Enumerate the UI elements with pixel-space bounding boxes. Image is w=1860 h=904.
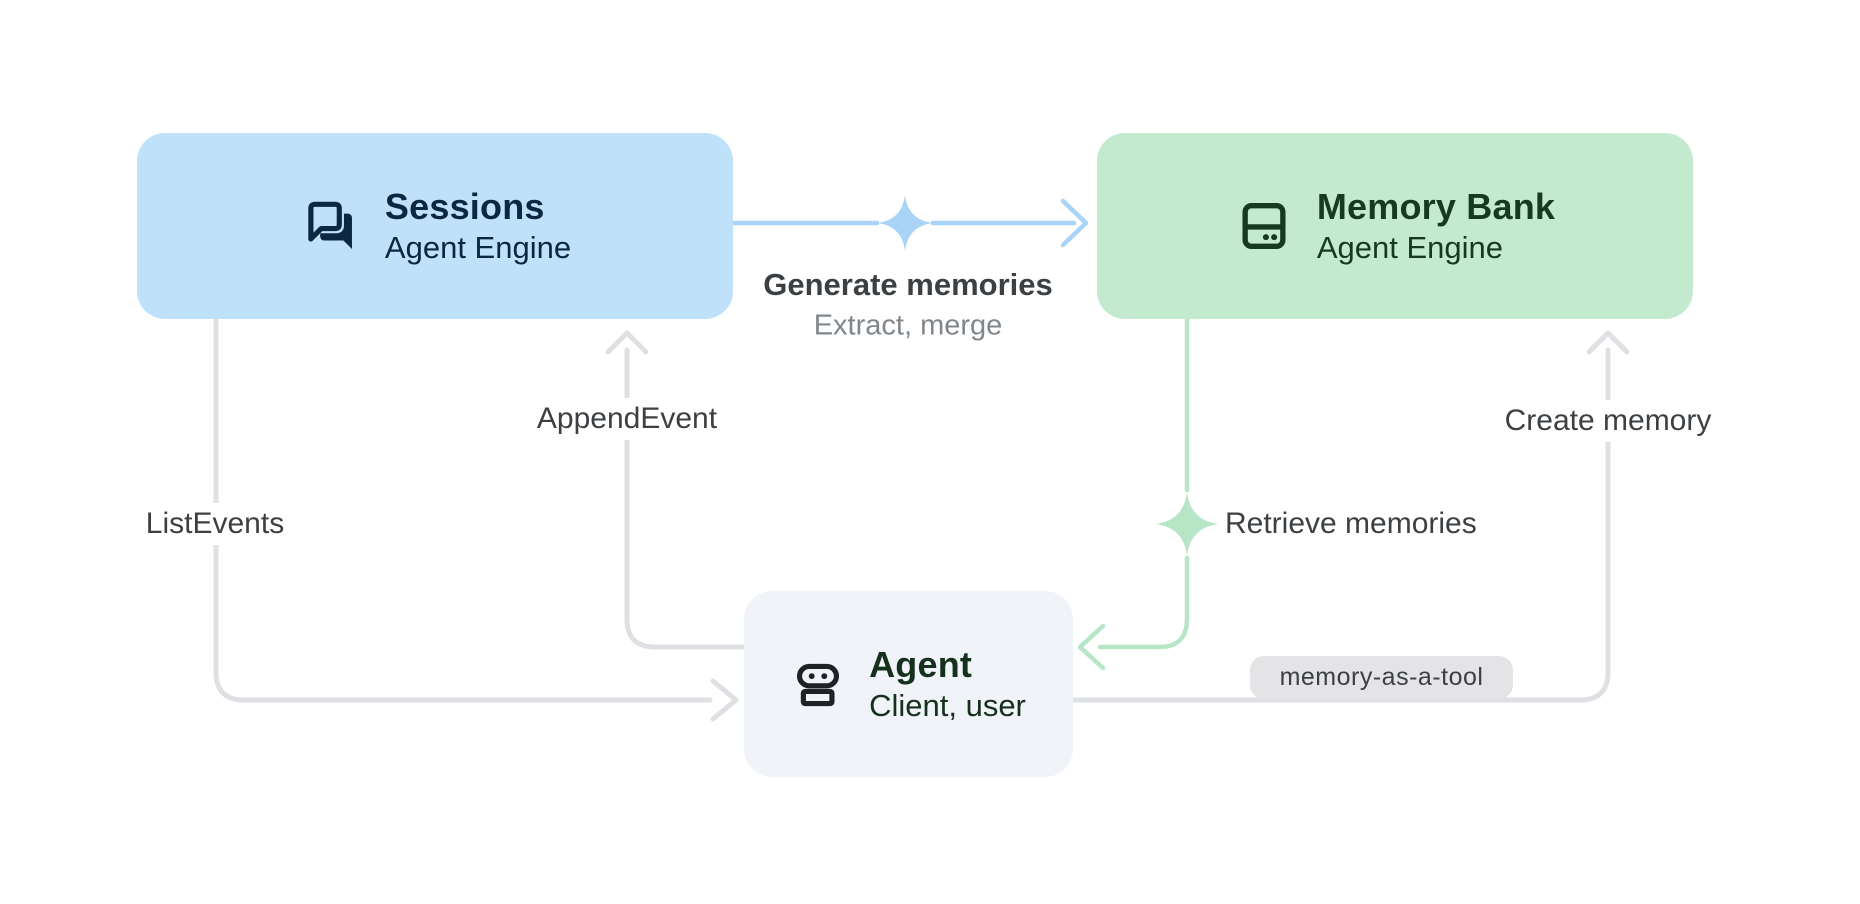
storage-icon (1235, 197, 1293, 255)
arrowhead-left-icon (1077, 623, 1106, 671)
forum-chat-icon (299, 195, 361, 257)
arrowhead-right-icon (1060, 198, 1089, 248)
agent-subtitle: Client, user (869, 688, 1026, 723)
edge-generate-memories (730, 198, 1089, 248)
edge-list-events (213, 316, 739, 722)
arrowhead-up-icon (605, 330, 649, 355)
green-sparkle-icon (1155, 492, 1219, 556)
edge-label-create-memory: Create memory (1494, 400, 1722, 442)
edge-label-append-event: AppendEvent (526, 398, 728, 440)
edge-sublabel-extract-merge: Extract, merge (813, 309, 1003, 342)
edge-label-retrieve-memories: Retrieve memories (1225, 507, 1477, 540)
sessions-node: Sessions Agent Engine (137, 133, 733, 319)
memory-as-a-tool-chip: memory-as-a-tool (1250, 656, 1513, 699)
edge-append-event (605, 330, 747, 650)
agent-node: Agent Client, user (744, 591, 1073, 777)
agent-title: Agent (869, 644, 973, 685)
arrowhead-right-icon (710, 678, 739, 722)
memory-bank-subtitle: Agent Engine (1316, 230, 1504, 265)
sessions-title: Sessions (384, 186, 545, 227)
edge-create-memory (1070, 330, 1630, 703)
arrowhead-up-icon (1586, 330, 1630, 355)
memory-bank-title: Memory Bank (1316, 186, 1556, 227)
blue-sparkle-icon (877, 195, 933, 251)
memory-bank-node: Memory Bank Agent Engine (1097, 133, 1693, 319)
sessions-subtitle: Agent Engine (384, 230, 572, 265)
edge-label-list-events: ListEvents (135, 503, 295, 545)
edge-label-generate-memories: Generate memories (763, 267, 1053, 302)
robot-icon (791, 654, 845, 714)
edge-retrieve-memories (1077, 316, 1190, 671)
